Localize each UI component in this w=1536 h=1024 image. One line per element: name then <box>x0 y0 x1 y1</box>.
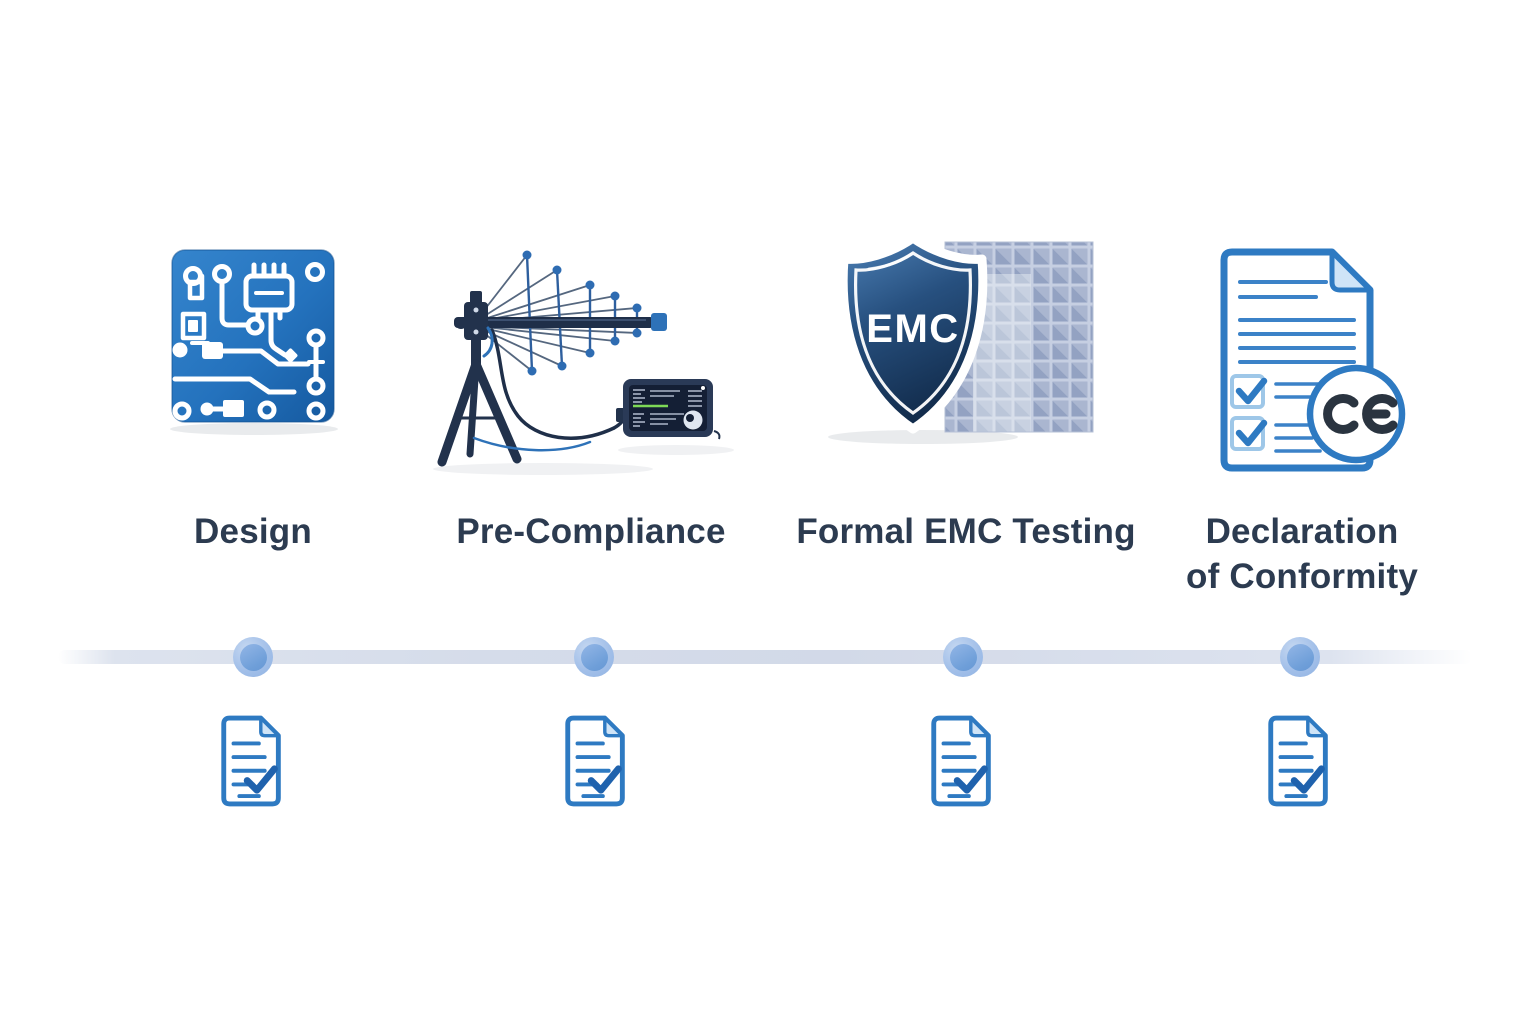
stage-label-line-1: Declaration <box>1205 512 1399 551</box>
ce-declaration-document-icon <box>1196 242 1416 480</box>
timeline-dot-design <box>233 637 273 677</box>
stage-label-pre-compliance: Pre-Compliance <box>456 512 726 551</box>
shield-label: EMC <box>866 307 959 351</box>
stage-label-formal-emc-testing: Formal EMC Testing <box>796 512 1136 551</box>
timeline-bar <box>58 650 1472 664</box>
checkbox-checked <box>1230 416 1268 451</box>
timeline-dot-formal-emc-testing <box>943 637 983 677</box>
checked-document-icon <box>1261 712 1339 810</box>
checked-document-icon <box>924 712 1002 810</box>
ce-mark <box>1306 364 1406 464</box>
spectrum-analyzer <box>616 379 721 440</box>
checked-document-icon <box>214 712 292 810</box>
checked-document-icon <box>558 712 636 810</box>
stage-label-design: Design <box>194 512 312 551</box>
stage-label-declaration-of-conformity: Declaration of Conformity <box>1186 509 1418 599</box>
timeline-dot-declaration <box>1280 637 1320 677</box>
antenna-spectrum-analyzer-icon <box>418 238 740 480</box>
emc-shield: EMC <box>838 233 988 434</box>
timeline-dot-pre-compliance <box>574 637 614 677</box>
stage-label-line-2: of Conformity <box>1185 557 1419 596</box>
emc-shield-anechoic-chamber-icon: EMC <box>823 228 1103 446</box>
checkbox-checked <box>1230 374 1268 409</box>
circuit-board-icon <box>166 246 338 436</box>
